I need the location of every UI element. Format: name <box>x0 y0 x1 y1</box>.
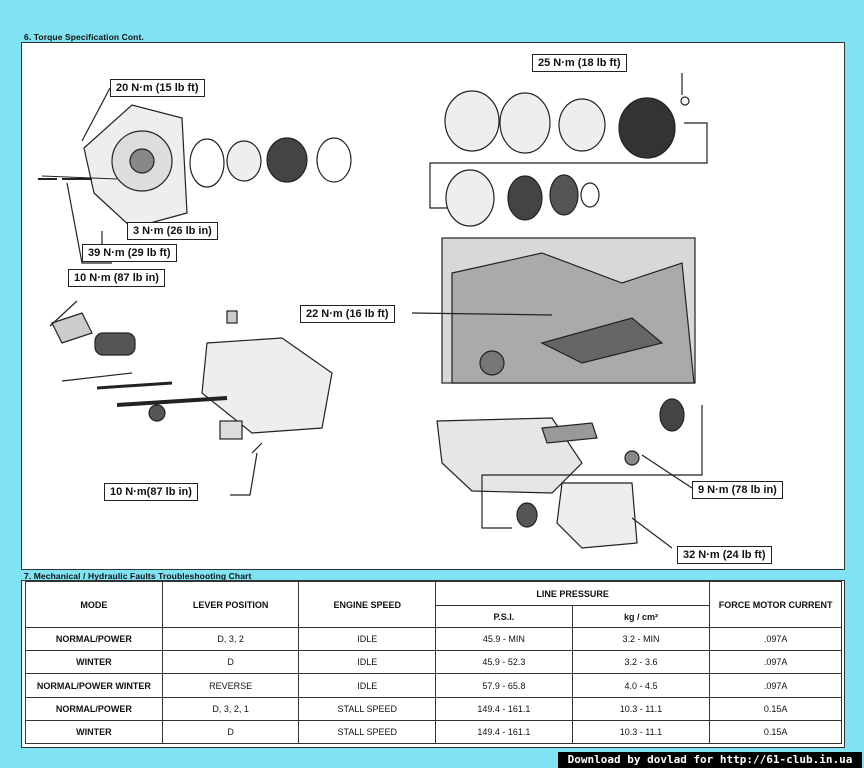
cell-current: .097A <box>709 627 842 651</box>
cell-kg: 10.3 - 11.1 <box>571 720 711 744</box>
troubleshooting-table: MODE LEVER POSITION ENGINE SPEED LINE PR… <box>25 581 842 744</box>
table-row: WINTER D STALL SPEED 149.4 - 161.1 10.3 … <box>25 720 842 744</box>
torque-callout-20nm: 20 N·m (15 lb ft) <box>110 79 205 97</box>
cell-current: 0.15A <box>709 697 842 721</box>
download-credit-banner: Download by dovlad for http://61-club.in… <box>558 752 862 768</box>
torque-callout-10nm-top: 10 N·m (87 lb in) <box>68 269 165 287</box>
cell-engine: IDLE <box>298 673 437 698</box>
torque-callout-32nm: 32 N·m (24 lb ft) <box>677 546 772 564</box>
torque-callout-9nm: 9 N·m (78 lb in) <box>692 481 783 499</box>
cell-kg: 3.2 - 3.6 <box>571 650 711 674</box>
cell-psi: 149.4 - 161.1 <box>435 697 573 721</box>
torque-diagram-panel: 20 N·m (15 lb ft) 3 N·m (26 lb in) 39 N·… <box>21 42 845 570</box>
table-row: NORMAL/POWER WINTER REVERSE IDLE 57.9 - … <box>25 673 842 698</box>
cell-psi: 149.4 - 161.1 <box>435 720 573 744</box>
cell-current: .097A <box>709 673 842 698</box>
table-row: WINTER D IDLE 45.9 - 52.3 3.2 - 3.6 .097… <box>25 650 842 674</box>
cell-engine: STALL SPEED <box>298 720 437 744</box>
header-force-motor-current: FORCE MOTOR CURRENT <box>709 581 842 628</box>
cell-engine: IDLE <box>298 650 437 674</box>
cell-mode: WINTER <box>25 650 163 674</box>
cell-mode: NORMAL/POWER WINTER <box>25 673 163 698</box>
torque-callout-22nm: 22 N·m (16 lb ft) <box>300 305 395 323</box>
table-row: NORMAL/POWER D, 3, 2 IDLE 45.9 - MIN 3.2… <box>25 627 842 651</box>
cell-lever: D, 3, 2 <box>161 627 300 651</box>
exploded-parts-diagram <box>38 73 708 549</box>
cell-current: .097A <box>709 650 842 674</box>
cell-lever: D, 3, 2, 1 <box>161 697 300 721</box>
torque-callout-39nm: 39 N·m (29 lb ft) <box>82 244 177 262</box>
section-6-title: 6. Torque Specification Cont. <box>24 32 144 42</box>
troubleshooting-table-panel: MODE LEVER POSITION ENGINE SPEED LINE PR… <box>21 580 845 748</box>
header-line-pressure: LINE PRESSURE <box>435 581 711 606</box>
section-7-title: 7. Mechanical / Hydraulic Faults Trouble… <box>24 571 252 581</box>
header-psi: P.S.I. <box>435 605 573 628</box>
cell-lever: REVERSE <box>161 673 300 698</box>
cell-mode: WINTER <box>25 720 163 744</box>
header-lever-position: LEVER POSITION <box>161 581 300 628</box>
cell-engine: IDLE <box>298 627 437 651</box>
cell-lever: D <box>161 720 300 744</box>
torque-callout-3nm: 3 N·m (26 lb in) <box>127 222 218 240</box>
cell-kg: 4.0 - 4.5 <box>571 673 711 698</box>
cell-lever: D <box>161 650 300 674</box>
cell-kg: 3.2 - MIN <box>571 627 711 651</box>
table-row: NORMAL/POWER D, 3, 2, 1 STALL SPEED 149.… <box>25 697 842 721</box>
header-kg-cm2: kg / cm² <box>571 605 711 628</box>
header-mode: MODE <box>25 581 163 628</box>
cell-kg: 10.3 - 11.1 <box>571 697 711 721</box>
cell-psi: 57.9 - 65.8 <box>435 673 573 698</box>
cell-mode: NORMAL/POWER <box>25 627 163 651</box>
torque-callout-25nm: 25 N·m (18 lb ft) <box>532 54 627 72</box>
header-engine-speed: ENGINE SPEED <box>298 581 437 628</box>
cell-current: 0.15A <box>709 720 842 744</box>
torque-callout-10nm-bottom: 10 N·m(87 lb in) <box>104 483 198 501</box>
cell-psi: 45.9 - 52.3 <box>435 650 573 674</box>
cell-mode: NORMAL/POWER <box>25 697 163 721</box>
cell-psi: 45.9 - MIN <box>435 627 573 651</box>
cell-engine: STALL SPEED <box>298 697 437 721</box>
